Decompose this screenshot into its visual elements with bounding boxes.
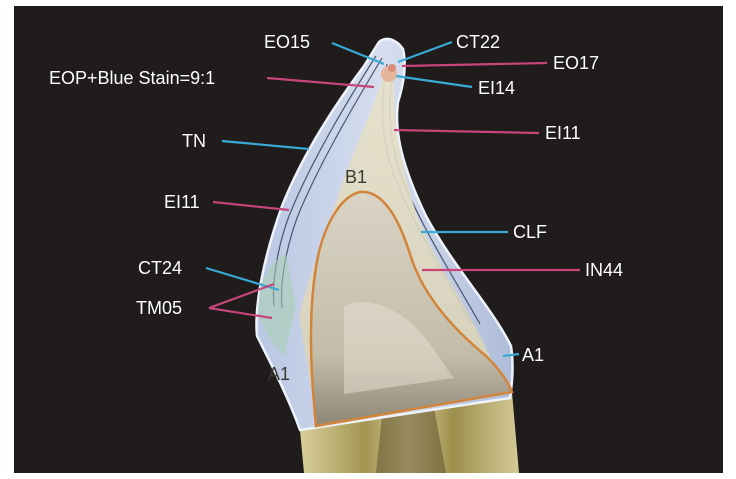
incisal-tip-core xyxy=(388,64,396,72)
label-a1-left: A1 xyxy=(268,364,290,384)
leader-ct22 xyxy=(398,42,452,62)
label-a1-right: A1 xyxy=(522,345,544,365)
label-eop-blue-stain: EOP+Blue Stain=9:1 xyxy=(49,68,215,88)
label-ei11-left: EI11 xyxy=(164,192,200,212)
diagram-canvas: EO15 CT22 EO17 EOP+Blue Stain=9:1 EI14 T… xyxy=(14,6,723,473)
leader-ei14 xyxy=(396,76,472,87)
label-tm05: TM05 xyxy=(136,298,182,318)
label-ei14: EI14 xyxy=(478,78,515,98)
label-ct22: CT22 xyxy=(456,32,500,52)
tooth-layering-diagram: EO15 CT22 EO17 EOP+Blue Stain=9:1 EI14 T… xyxy=(14,6,723,473)
leader-ei11-right xyxy=(394,130,539,133)
leader-tn xyxy=(222,141,309,149)
label-in44: IN44 xyxy=(585,260,623,280)
label-b1: B1 xyxy=(345,167,367,187)
label-eo15: EO15 xyxy=(264,32,310,52)
label-ct24: CT24 xyxy=(138,258,182,278)
leader-eo17 xyxy=(402,63,547,66)
label-ei11-right: EI11 xyxy=(545,123,581,143)
leader-ei11-left xyxy=(213,202,289,210)
label-clf: CLF xyxy=(513,222,547,242)
label-tn: TN xyxy=(182,131,206,151)
label-eo17: EO17 xyxy=(553,53,599,73)
